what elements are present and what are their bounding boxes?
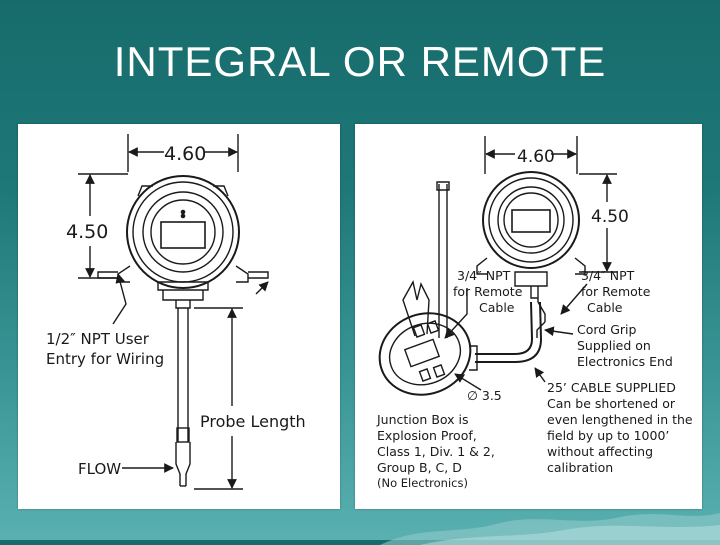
remote-cable xyxy=(475,301,543,363)
width-dimension: 4.60 xyxy=(164,143,206,165)
cord-grip-label-2: Supplied on xyxy=(577,338,651,353)
cable-label-2: Can be shortened or xyxy=(547,396,676,411)
npt-left-label-2: for Remote xyxy=(453,284,523,299)
diameter-label: ∅ 3.5 xyxy=(467,388,502,403)
wiring-entry-label-line1: 1/2″ NPT User xyxy=(46,330,150,348)
jbox-label-1: Junction Box is xyxy=(376,412,469,427)
jbox-label-5: (No Electronics) xyxy=(377,476,468,490)
wiring-entry-label-line2: Entry for Wiring xyxy=(46,350,164,368)
cable-leader xyxy=(534,367,546,383)
npt-left-leader xyxy=(444,288,468,339)
cable-label-6: calibration xyxy=(547,460,613,475)
electronics-enclosure xyxy=(476,171,586,338)
cable-label-1: 25’ CABLE SUPPLIED xyxy=(547,380,676,395)
width-dimension: 4.60 xyxy=(517,147,555,167)
cord-grip-label-3: Electronics End xyxy=(577,354,673,369)
npt-right-label-1: 3/4″ NPT xyxy=(581,268,635,283)
integral-diagram: 4.60 4.50 1/2″ NPT User Entry for Wiring… xyxy=(46,134,306,490)
cable-label-4: field by up to 1000’ xyxy=(547,428,669,443)
flow-label: FLOW xyxy=(78,460,121,478)
npt-left-label-3: Cable xyxy=(479,300,515,315)
slide-title: INTEGRAL OR REMOTE xyxy=(113,38,607,85)
junction-box xyxy=(378,181,478,396)
cable-label-5: without affecting xyxy=(547,444,653,459)
entry-leader-line xyxy=(112,273,127,325)
height-dimension: 4.50 xyxy=(66,221,108,243)
cable-label-3: even lengthened in the xyxy=(547,412,693,427)
npt-left-label-1: 3/4″ NPT xyxy=(457,268,511,283)
jbox-label-3: Class 1, Div. 1 & 2, xyxy=(377,444,495,459)
decorative-wave xyxy=(380,513,720,545)
cord-grip-label-1: Cord Grip xyxy=(577,322,637,337)
cord-grip-leader xyxy=(544,326,574,337)
probe-length-label: Probe Length xyxy=(200,412,306,431)
jbox-label-4: Group B, C, D xyxy=(377,460,462,475)
remote-cable xyxy=(475,301,534,355)
enclosure-housing xyxy=(97,175,269,309)
remote-diagram-panel: 4.60 4.50 3/4″ NPT for Remote Cable 3/4″… xyxy=(355,124,702,509)
jbox-label-2: Explosion Proof, xyxy=(377,428,477,443)
integral-diagram-panel: 4.60 4.50 1/2″ NPT User Entry for Wiring… xyxy=(18,124,340,509)
npt-right-label-3: Cable xyxy=(587,300,623,315)
npt-right-label-2: for Remote xyxy=(581,284,651,299)
diameter-leader xyxy=(454,373,482,391)
npt-right-leader xyxy=(560,283,588,315)
entry-leader-line xyxy=(255,281,269,295)
height-dimension: 4.50 xyxy=(591,207,629,227)
remote-diagram: 4.60 4.50 3/4″ NPT for Remote Cable 3/4″… xyxy=(376,136,693,490)
probe-stem xyxy=(175,308,191,487)
